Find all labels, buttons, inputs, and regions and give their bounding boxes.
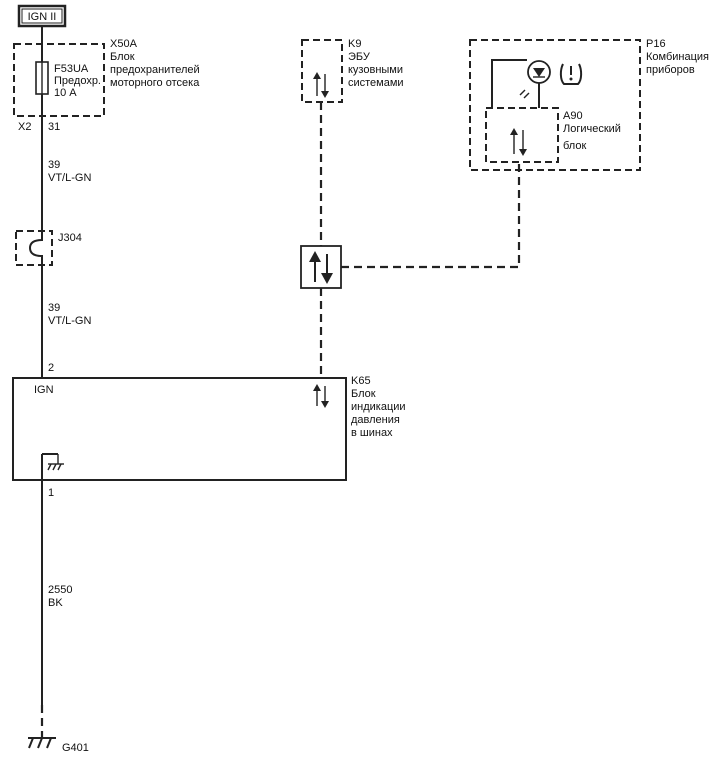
k65-name-3: давления	[351, 414, 400, 426]
wire-upper-circuit: 39	[48, 159, 60, 171]
tire-pressure-icon	[559, 63, 583, 85]
pin-31: 31	[48, 121, 60, 133]
p16-id: P16	[646, 38, 666, 50]
wire-upper-color: VT/L-GN	[48, 172, 91, 184]
splice-label: J304	[58, 232, 82, 244]
x50a-name-3: моторного отсека	[110, 77, 200, 89]
p16-name-2: приборов	[646, 64, 695, 76]
wire-lower-color: VT/L-GN	[48, 315, 91, 327]
wire-ground-color: BK	[48, 597, 63, 609]
p16-name-1: Комбинация	[646, 51, 709, 63]
fuse-id: F53UA	[54, 63, 89, 75]
k65-id: K65	[351, 375, 371, 387]
k65-data-arrows-icon	[313, 384, 329, 408]
k65-name-2: индикации	[351, 401, 406, 413]
data-junction	[300, 245, 342, 289]
x50a-name-2: предохранителей	[110, 64, 200, 76]
splice-icon	[15, 230, 53, 266]
x50a-fuse-block	[13, 43, 105, 117]
fuse-icon	[35, 46, 49, 116]
k65-module	[12, 377, 347, 481]
pin-1: 1	[48, 487, 54, 499]
a90-name-2: блок	[563, 140, 586, 152]
x50a-name-1: Блок	[110, 51, 135, 63]
data-line-p16	[341, 162, 521, 269]
lamp-icon	[491, 59, 551, 108]
junction-data-arrows-icon	[309, 251, 333, 284]
wire-lower-circuit: 39	[48, 302, 60, 314]
wire-ground-circuit: 2550	[48, 584, 72, 596]
k9-data-arrows-icon	[313, 72, 329, 98]
ground-icon	[28, 737, 56, 749]
a90-module	[485, 107, 559, 163]
k9-name-2: кузовными	[348, 64, 403, 76]
k65-ign: IGN	[34, 384, 54, 396]
pin-2: 2	[48, 362, 54, 374]
a90-data-arrows-icon	[510, 128, 527, 156]
fuse-name: Предохр.	[54, 75, 101, 87]
internal-ground-icon	[41, 453, 64, 480]
p16-module	[469, 39, 641, 171]
connector-x2: X2	[18, 121, 31, 133]
k65-name-4: в шинах	[351, 427, 393, 439]
k9-name-1: ЭБУ	[348, 51, 371, 63]
a90-name-1: Логический	[563, 123, 621, 135]
k9-name-3: системами	[348, 77, 404, 89]
k9-id: K9	[348, 38, 361, 50]
ign-label: IGN II	[28, 11, 57, 23]
fuse-rating: 10 А	[54, 87, 77, 99]
a90-id: A90	[563, 110, 583, 122]
x50a-id: X50A	[110, 38, 138, 50]
k65-name-1: Блок	[351, 388, 376, 400]
ground-label: G401	[62, 742, 89, 754]
ign-label-box: IGN II	[17, 4, 67, 28]
